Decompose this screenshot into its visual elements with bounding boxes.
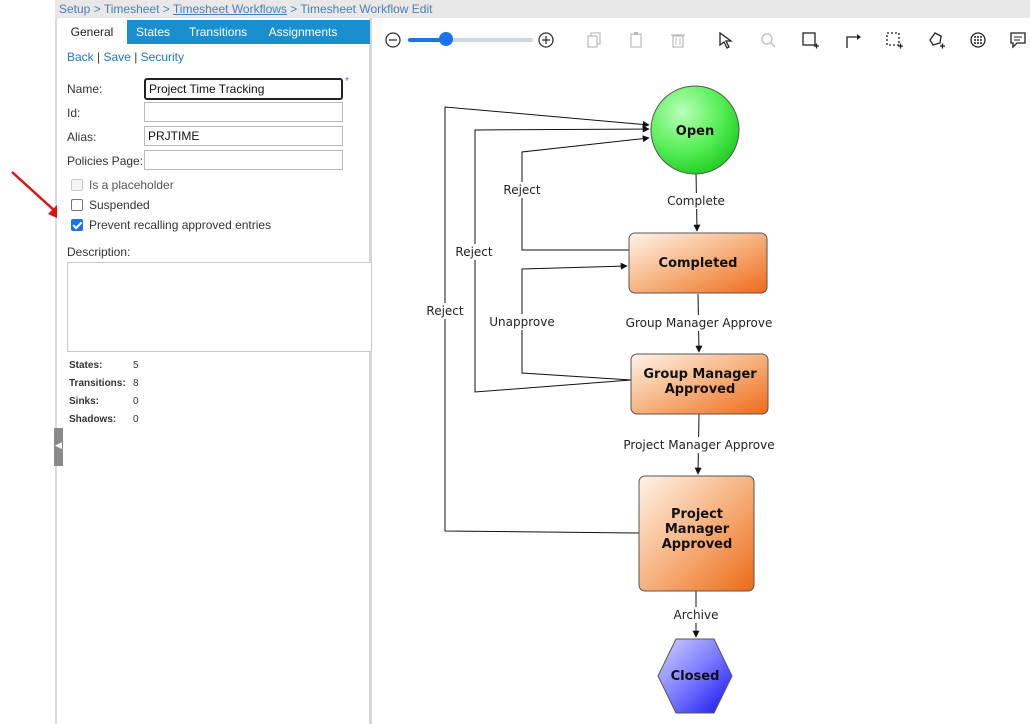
add-transition-icon[interactable] bbox=[842, 30, 862, 50]
zoom-slider-track[interactable] bbox=[408, 38, 533, 42]
description-textarea[interactable] bbox=[67, 262, 372, 352]
prevent-recalling-checkbox-row: Prevent recalling approved entries bbox=[71, 218, 271, 232]
select-pointer-icon[interactable] bbox=[716, 30, 736, 50]
states-count-value: 5 bbox=[133, 360, 139, 371]
edge-label-reject-gm: Reject bbox=[455, 245, 492, 259]
tab-general[interactable]: General bbox=[57, 20, 127, 44]
transitions-count-label: Transitions: bbox=[69, 378, 126, 389]
suspended-checkbox[interactable] bbox=[71, 199, 83, 211]
tab-bar: General States Transitions Assignments bbox=[57, 20, 370, 44]
state-label-pm-line1: Project bbox=[671, 507, 723, 522]
chevron-left-icon: ◀ bbox=[55, 440, 62, 450]
policies-page-label: Policies Page: bbox=[67, 154, 144, 168]
state-label-pm-line2: Manager bbox=[665, 522, 730, 537]
transitions-count-value: 8 bbox=[133, 378, 139, 389]
state-label-completed: Completed bbox=[659, 256, 738, 271]
state-label-gm-line1: Group Manager bbox=[643, 367, 757, 382]
breadcrumb-timesheet[interactable]: Timesheet bbox=[103, 2, 160, 16]
zoom-out-icon[interactable] bbox=[383, 30, 403, 50]
state-node-open[interactable]: Open bbox=[650, 85, 740, 175]
sinks-count-value: 0 bbox=[133, 396, 139, 407]
workflow-properties-panel bbox=[57, 18, 369, 724]
prevent-recalling-checkbox-label: Prevent recalling approved entries bbox=[89, 218, 272, 232]
placeholder-checkbox-row: Is a placeholder bbox=[71, 178, 174, 192]
placeholder-checkbox bbox=[71, 179, 83, 191]
security-link[interactable]: Security bbox=[140, 50, 185, 64]
state-label-open: Open bbox=[676, 124, 714, 139]
placeholder-checkbox-label: Is a placeholder bbox=[89, 178, 174, 192]
name-input[interactable] bbox=[144, 78, 343, 100]
state-label-pm-line3: Approved bbox=[662, 537, 733, 552]
link-divider: | bbox=[97, 50, 101, 64]
lasso-icon[interactable] bbox=[926, 30, 946, 50]
name-label: Name: bbox=[67, 82, 103, 96]
search-icon[interactable] bbox=[758, 30, 778, 50]
note-icon[interactable] bbox=[1008, 30, 1028, 50]
state-node-closed[interactable]: Closed bbox=[657, 638, 733, 714]
breadcrumb-separator: > bbox=[93, 2, 101, 16]
edge-label-unapprove: Unapprove bbox=[489, 315, 554, 329]
zoom-in-icon[interactable] bbox=[536, 30, 556, 50]
state-node-group-manager-approved[interactable]: Group Manager Approved bbox=[630, 353, 769, 415]
breadcrumb-current-page: Timesheet Workflow Edit bbox=[300, 2, 433, 16]
alias-label: Alias: bbox=[67, 130, 97, 144]
edge-label-reject-completed: Reject bbox=[503, 183, 540, 197]
tab-transitions[interactable]: Transitions bbox=[188, 25, 248, 39]
tab-states[interactable]: States bbox=[135, 25, 171, 39]
sinks-count-label: Sinks: bbox=[69, 396, 100, 407]
edge-label-complete: Complete bbox=[667, 194, 725, 208]
shadows-count-value: 0 bbox=[133, 414, 139, 425]
save-link[interactable]: Save bbox=[103, 50, 131, 64]
edge-label-group-manager-approve: Group Manager Approve bbox=[626, 316, 773, 330]
required-marker: * bbox=[345, 76, 349, 87]
state-label-closed: Closed bbox=[671, 669, 720, 684]
suspended-checkbox-row: Suspended bbox=[71, 198, 150, 212]
breadcrumb-setup[interactable]: Setup bbox=[59, 2, 91, 16]
edge-label-reject-pm: Reject bbox=[426, 304, 463, 318]
link-divider: | bbox=[134, 50, 138, 64]
tab-assignments[interactable]: Assignments bbox=[268, 25, 338, 39]
copy-icon[interactable] bbox=[584, 30, 604, 50]
collapse-panel-handle[interactable]: ◀ bbox=[54, 428, 63, 466]
marquee-select-icon[interactable] bbox=[884, 30, 904, 50]
id-label: Id: bbox=[67, 106, 81, 120]
edge-label-archive: Archive bbox=[674, 608, 719, 622]
breadcrumb-timesheet-workflows[interactable]: Timesheet Workflows bbox=[172, 2, 287, 16]
delete-icon[interactable] bbox=[668, 30, 688, 50]
edge-gm-reject-to-open[interactable] bbox=[474, 125, 650, 393]
breadcrumb: Setup > Timesheet > Timesheet Workflows … bbox=[55, 0, 1030, 18]
state-node-project-manager-approved[interactable]: Project Manager Approved bbox=[638, 475, 755, 592]
breadcrumb-separator: > bbox=[162, 2, 170, 16]
suspended-checkbox-label: Suspended bbox=[89, 198, 150, 212]
breadcrumb-separator: > bbox=[290, 2, 298, 16]
state-node-completed[interactable]: Completed bbox=[628, 232, 768, 294]
state-label-gm-line2: Approved bbox=[665, 382, 736, 397]
back-link[interactable]: Back bbox=[67, 50, 94, 64]
id-input[interactable] bbox=[144, 102, 343, 122]
edge-label-project-manager-approve: Project Manager Approve bbox=[623, 438, 774, 452]
policies-page-input[interactable] bbox=[144, 150, 343, 170]
states-count-label: States: bbox=[69, 360, 103, 371]
shadows-count-label: Shadows: bbox=[69, 414, 117, 425]
action-links: Back | Save | Security bbox=[67, 50, 184, 64]
paste-icon[interactable] bbox=[626, 30, 646, 50]
left-border bbox=[55, 18, 57, 724]
zoom-slider-fill bbox=[408, 38, 446, 42]
add-state-icon[interactable] bbox=[800, 30, 820, 50]
panel-splitter[interactable] bbox=[369, 18, 372, 724]
edge-completed-reject-to-open[interactable] bbox=[521, 135, 650, 251]
alias-input[interactable] bbox=[144, 126, 343, 146]
prevent-recalling-checkbox[interactable] bbox=[71, 219, 83, 231]
left-gutter bbox=[0, 0, 55, 724]
workflow-diagram-canvas[interactable]: Complete Group Manager Approve Project M… bbox=[372, 60, 1030, 724]
grid-icon[interactable] bbox=[968, 30, 988, 50]
description-label: Description: bbox=[67, 245, 131, 259]
zoom-slider-thumb[interactable] bbox=[439, 32, 453, 46]
